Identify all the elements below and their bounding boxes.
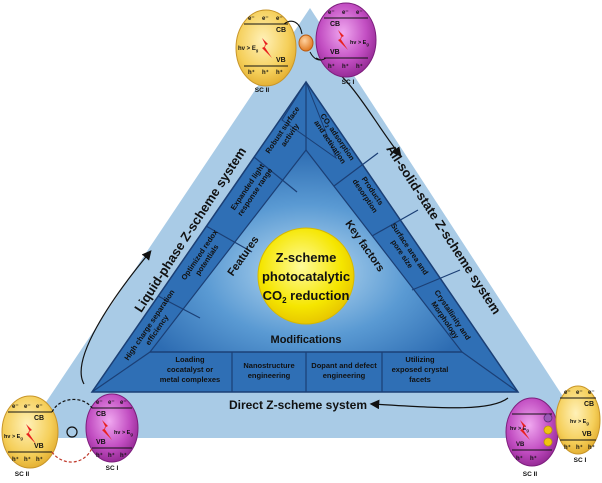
svg-text:hν > Eg: hν > Eg: [114, 430, 133, 437]
left-sc2-label: SC II: [15, 471, 30, 478]
center-title-line1: Z-scheme: [276, 250, 337, 265]
modification-cell-1: Loading cocatalyst or metal complexes: [160, 355, 220, 384]
svg-text:h⁺: h⁺: [24, 456, 31, 463]
modification-cell-3: Dopant and defect engineering: [311, 361, 377, 380]
svg-text:VB: VB: [582, 431, 592, 438]
svg-text:engineering: engineering: [323, 371, 366, 380]
svg-text:h⁺: h⁺: [356, 63, 363, 70]
svg-text:e⁻: e⁻: [564, 390, 571, 396]
svg-text:Loading: Loading: [175, 355, 205, 364]
svg-text:hν > Eg: hν > Eg: [4, 434, 23, 441]
svg-text:hν > Eg: hν > Eg: [238, 46, 259, 53]
top-sc1-label: SC I: [342, 79, 355, 86]
svg-text:h⁺: h⁺: [248, 69, 255, 76]
modifications-label: Modifications: [271, 334, 342, 346]
svg-text:hν > Eg: hν > Eg: [570, 419, 589, 426]
svg-text:Utilizing: Utilizing: [405, 355, 435, 364]
svg-text:metal complexes: metal complexes: [160, 375, 220, 384]
svg-text:h⁺: h⁺: [328, 63, 335, 70]
modification-cell-2: Nanostructure engineering: [243, 361, 294, 380]
svg-text:h⁺: h⁺: [588, 444, 595, 451]
svg-text:e⁻: e⁻: [12, 404, 19, 410]
center-title-line2: photocatalytic: [262, 269, 350, 284]
svg-text:e⁻: e⁻: [24, 404, 31, 410]
center-sun: [257, 227, 355, 325]
svg-text:engineering: engineering: [248, 371, 291, 380]
svg-text:e⁻: e⁻: [356, 10, 363, 16]
svg-text:e⁻: e⁻: [276, 16, 283, 22]
svg-text:h⁺: h⁺: [120, 452, 127, 459]
arrow-bottom: [369, 397, 509, 410]
svg-text:e⁻: e⁻: [262, 16, 269, 22]
left-sc2: CB VB e⁻ e⁻ e⁻ h⁺ h⁺ h⁺ hν > Eg: [1, 395, 59, 469]
right-sc2: VB hν > Eg h⁺ h⁺: [505, 397, 559, 467]
svg-text:h⁺: h⁺: [262, 69, 269, 76]
svg-text:e⁻: e⁻: [96, 400, 103, 406]
svg-text:h⁺: h⁺: [96, 452, 103, 459]
svg-text:h⁺: h⁺: [36, 456, 43, 463]
svg-text:exposed crystal: exposed crystal: [392, 365, 449, 374]
ring-dividers: [91, 82, 519, 393]
svg-text:e⁻: e⁻: [328, 10, 335, 16]
svg-text:e⁻: e⁻: [120, 400, 127, 406]
svg-text:h⁺: h⁺: [530, 455, 537, 462]
svg-text:e⁻: e⁻: [576, 390, 583, 396]
right-sc1: CB VB e⁻ e⁻ e⁻ h⁺ h⁺ h⁺ hν > Eg: [555, 385, 601, 455]
svg-text:CB: CB: [34, 415, 44, 422]
svg-text:h⁺: h⁺: [576, 444, 583, 451]
top-mediator: [298, 34, 314, 52]
left-sc1: CB VB e⁻ e⁻ e⁻ h⁺ h⁺ h⁺ hν > Eg: [85, 393, 139, 463]
svg-text:CB: CB: [584, 401, 594, 408]
edge-title-bottom: Direct Z-scheme system: [229, 398, 367, 412]
svg-text:e⁻: e⁻: [108, 400, 115, 406]
arrow-left: [80, 250, 152, 385]
svg-text:hν > Eg: hν > Eg: [510, 426, 529, 433]
svg-text:h⁺: h⁺: [276, 69, 283, 76]
svg-text:VB: VB: [516, 442, 525, 448]
svg-text:h⁺: h⁺: [108, 452, 115, 459]
svg-text:e⁻: e⁻: [588, 390, 595, 396]
svg-text:cocatalyst or: cocatalyst or: [167, 365, 213, 374]
left-mediator-loop: [51, 398, 93, 463]
right-sc2-label: SC II: [523, 471, 538, 478]
modification-cell-4: Utilizing exposed crystal facets: [392, 355, 449, 384]
svg-text:CB: CB: [96, 411, 106, 418]
right-sc1-label: SC I: [574, 457, 587, 464]
svg-text:Nanostructure: Nanostructure: [243, 361, 294, 370]
center-title-line3: CO2 reduction: [263, 288, 350, 305]
svg-text:h⁺: h⁺: [564, 444, 571, 451]
svg-text:Dopant and defect: Dopant and defect: [311, 361, 377, 370]
svg-text:CB: CB: [276, 27, 286, 34]
svg-text:e⁻: e⁻: [36, 404, 43, 410]
left-sc1-label: SC I: [106, 465, 119, 472]
svg-text:hν > Eg: hν > Eg: [350, 40, 369, 47]
svg-text:CB: CB: [330, 21, 340, 28]
svg-text:VB: VB: [34, 443, 44, 450]
features-band: [281, 80, 338, 160]
svg-text:VB: VB: [276, 57, 286, 64]
svg-text:VB: VB: [330, 49, 340, 56]
svg-text:h⁺: h⁺: [342, 63, 349, 70]
svg-text:VB: VB: [96, 439, 106, 446]
svg-text:e⁻: e⁻: [248, 16, 255, 22]
svg-text:h⁺: h⁺: [12, 456, 19, 463]
top-sc2-label: SC II: [255, 87, 270, 94]
svg-text:facets: facets: [409, 375, 431, 384]
top-sc1: CB VB e⁻ e⁻ e⁻ h⁺ h⁺ h⁺ hν > Eg: [315, 2, 377, 78]
top-sc2: CB VB e⁻ e⁻ e⁻ h⁺ h⁺ h⁺ hν > Eg: [235, 9, 297, 87]
svg-text:h⁺: h⁺: [516, 455, 523, 462]
svg-text:e⁻: e⁻: [342, 10, 349, 16]
